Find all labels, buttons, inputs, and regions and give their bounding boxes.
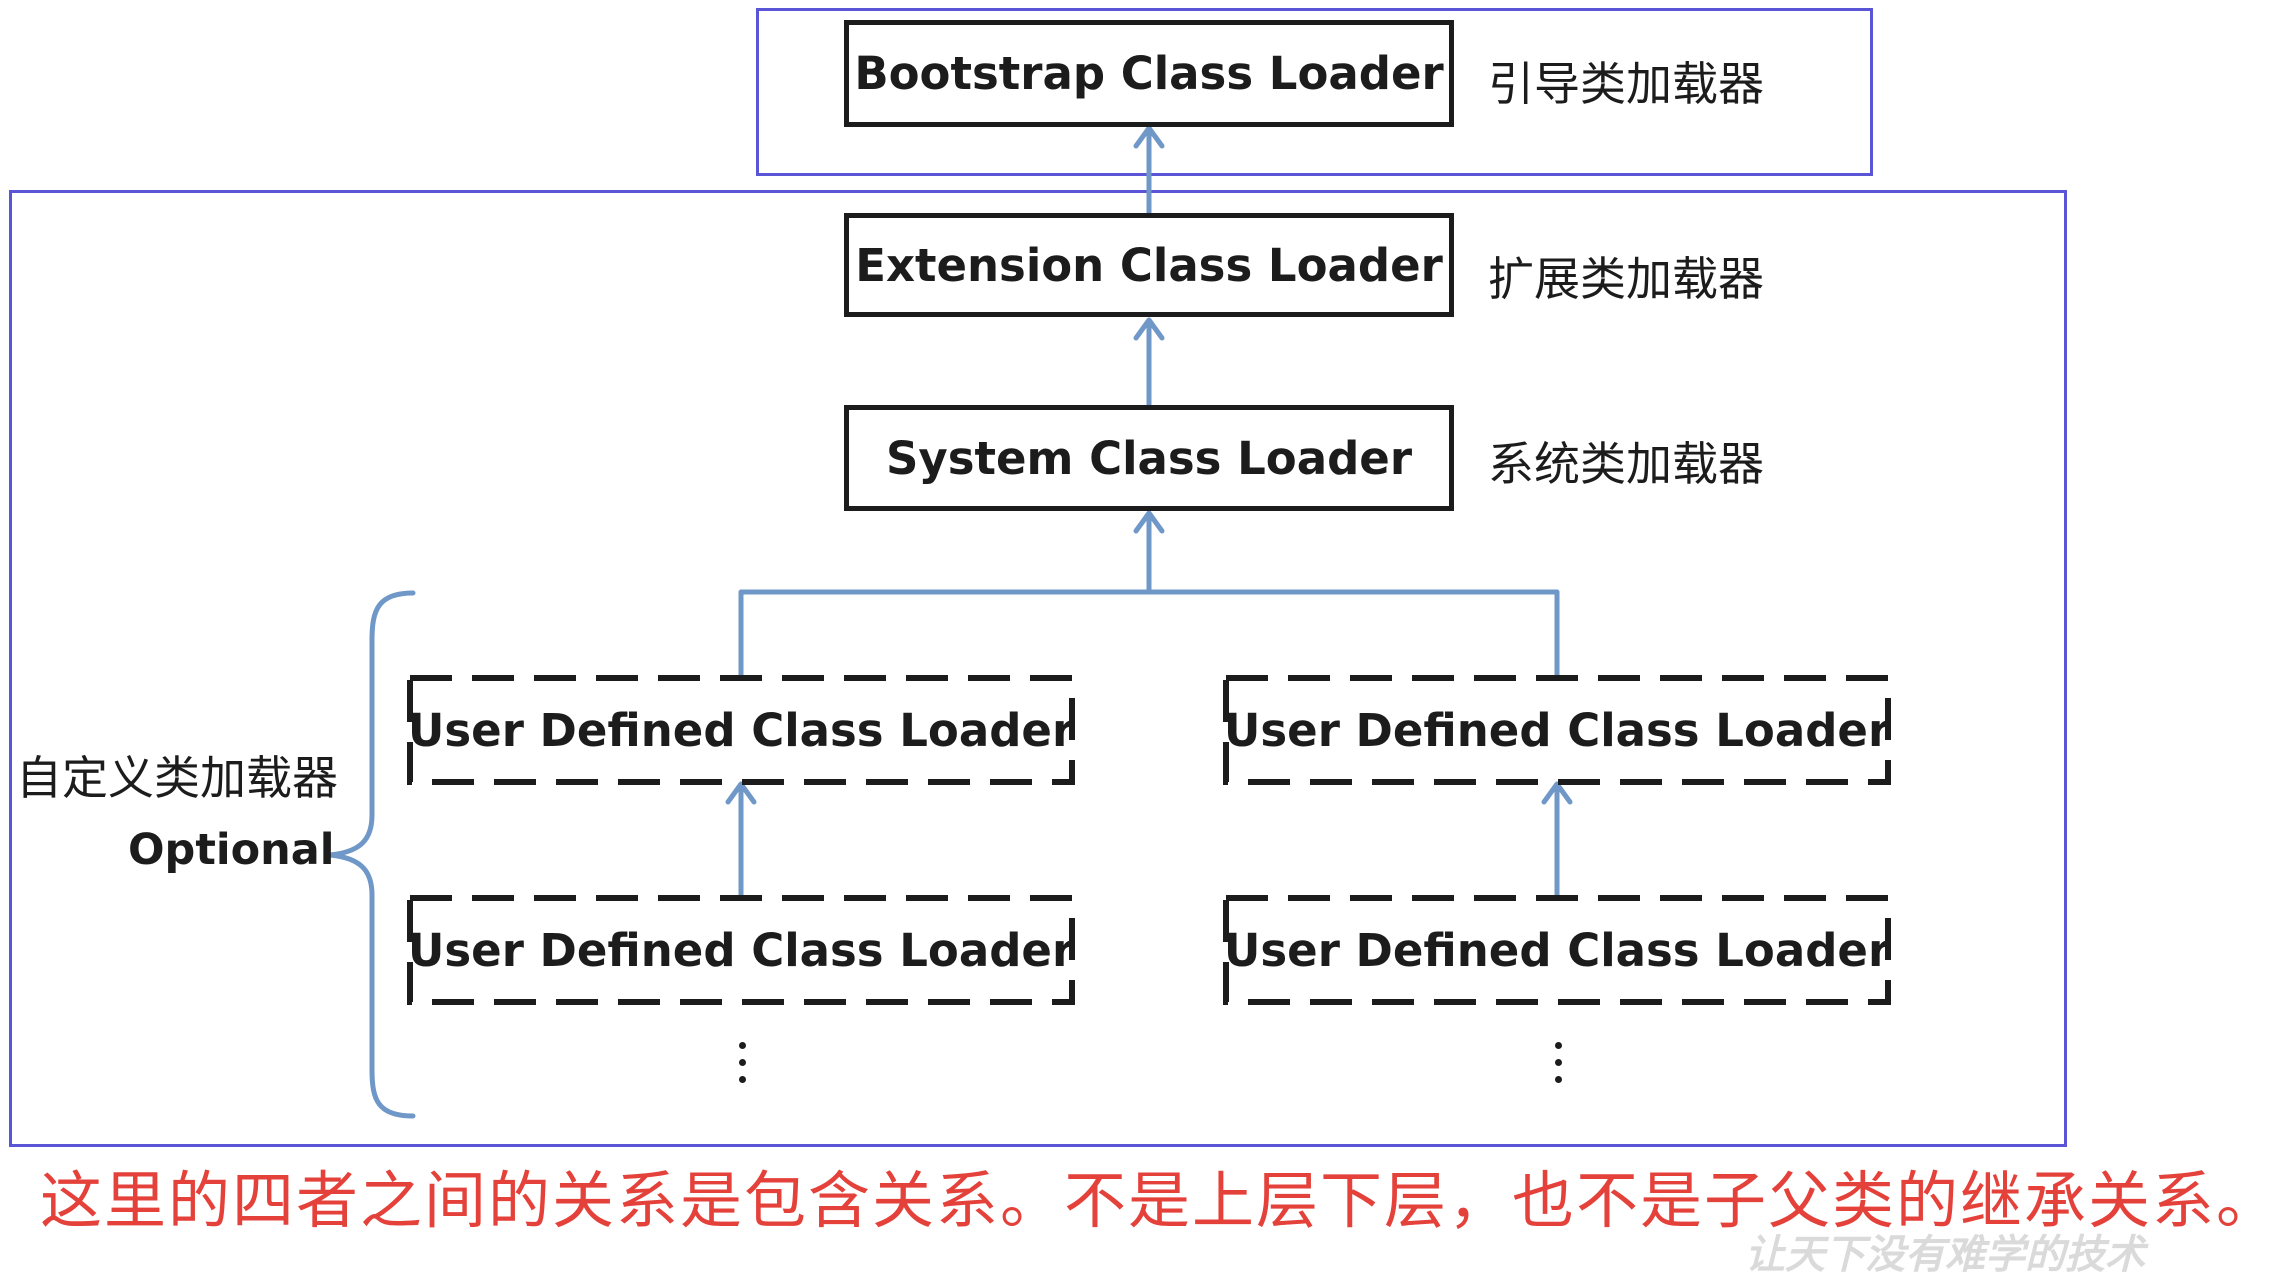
relationship-note: 这里的四者之间的关系是包含关系。不是上层下层，也不是子父类的继承关系。	[40, 1164, 2272, 1237]
optional-brace	[327, 590, 416, 1119]
system-class-loader-box: System Class Loader	[844, 405, 1454, 511]
arrowhead-extension	[1133, 317, 1165, 341]
ellipsis-left	[739, 1042, 749, 1093]
user-defined-cn-label: 自定义类加载器	[16, 751, 338, 805]
watermark-text: 让天下没有难学的技术	[1745, 1231, 2145, 1278]
bootstrap-frame	[756, 8, 1873, 176]
bootstrap-class-loader-box: Bootstrap Class Loader	[844, 20, 1454, 127]
arrowhead-right-upper	[1541, 781, 1573, 805]
optional-label: Optional	[128, 825, 335, 875]
arrowhead-bootstrap	[1133, 125, 1165, 149]
arrow-user-to-system	[738, 589, 1560, 680]
user-defined-label: User Defined Class Loader	[407, 703, 1075, 757]
ellipsis-right	[1555, 1042, 1565, 1093]
user-defined-label: User Defined Class Loader	[407, 923, 1075, 977]
user-defined-label: User Defined Class Loader	[1223, 703, 1891, 757]
arrowhead-system	[1133, 510, 1165, 534]
user-defined-box-top-left: User Defined Class Loader	[407, 675, 1075, 785]
user-defined-box-bottom-left: User Defined Class Loader	[407, 895, 1075, 1005]
lower-loaders-frame	[9, 190, 2067, 1147]
system-class-loader-label: System Class Loader	[885, 431, 1413, 485]
bootstrap-class-loader-label: Bootstrap Class Loader	[854, 47, 1444, 100]
user-defined-label: User Defined Class Loader	[1223, 923, 1891, 977]
extension-class-loader-label: Extension Class Loader	[855, 238, 1443, 292]
extension-class-loader-box: Extension Class Loader	[844, 213, 1454, 317]
arrowhead-left-upper	[725, 781, 757, 805]
extension-cn-label: 扩展类加载器	[1488, 252, 1764, 306]
user-defined-box-top-right: User Defined Class Loader	[1223, 675, 1891, 785]
user-defined-box-bottom-right: User Defined Class Loader	[1223, 895, 1891, 1005]
system-cn-label: 系统类加载器	[1488, 437, 1764, 491]
bootstrap-cn-label: 引导类加载器	[1488, 57, 1764, 111]
